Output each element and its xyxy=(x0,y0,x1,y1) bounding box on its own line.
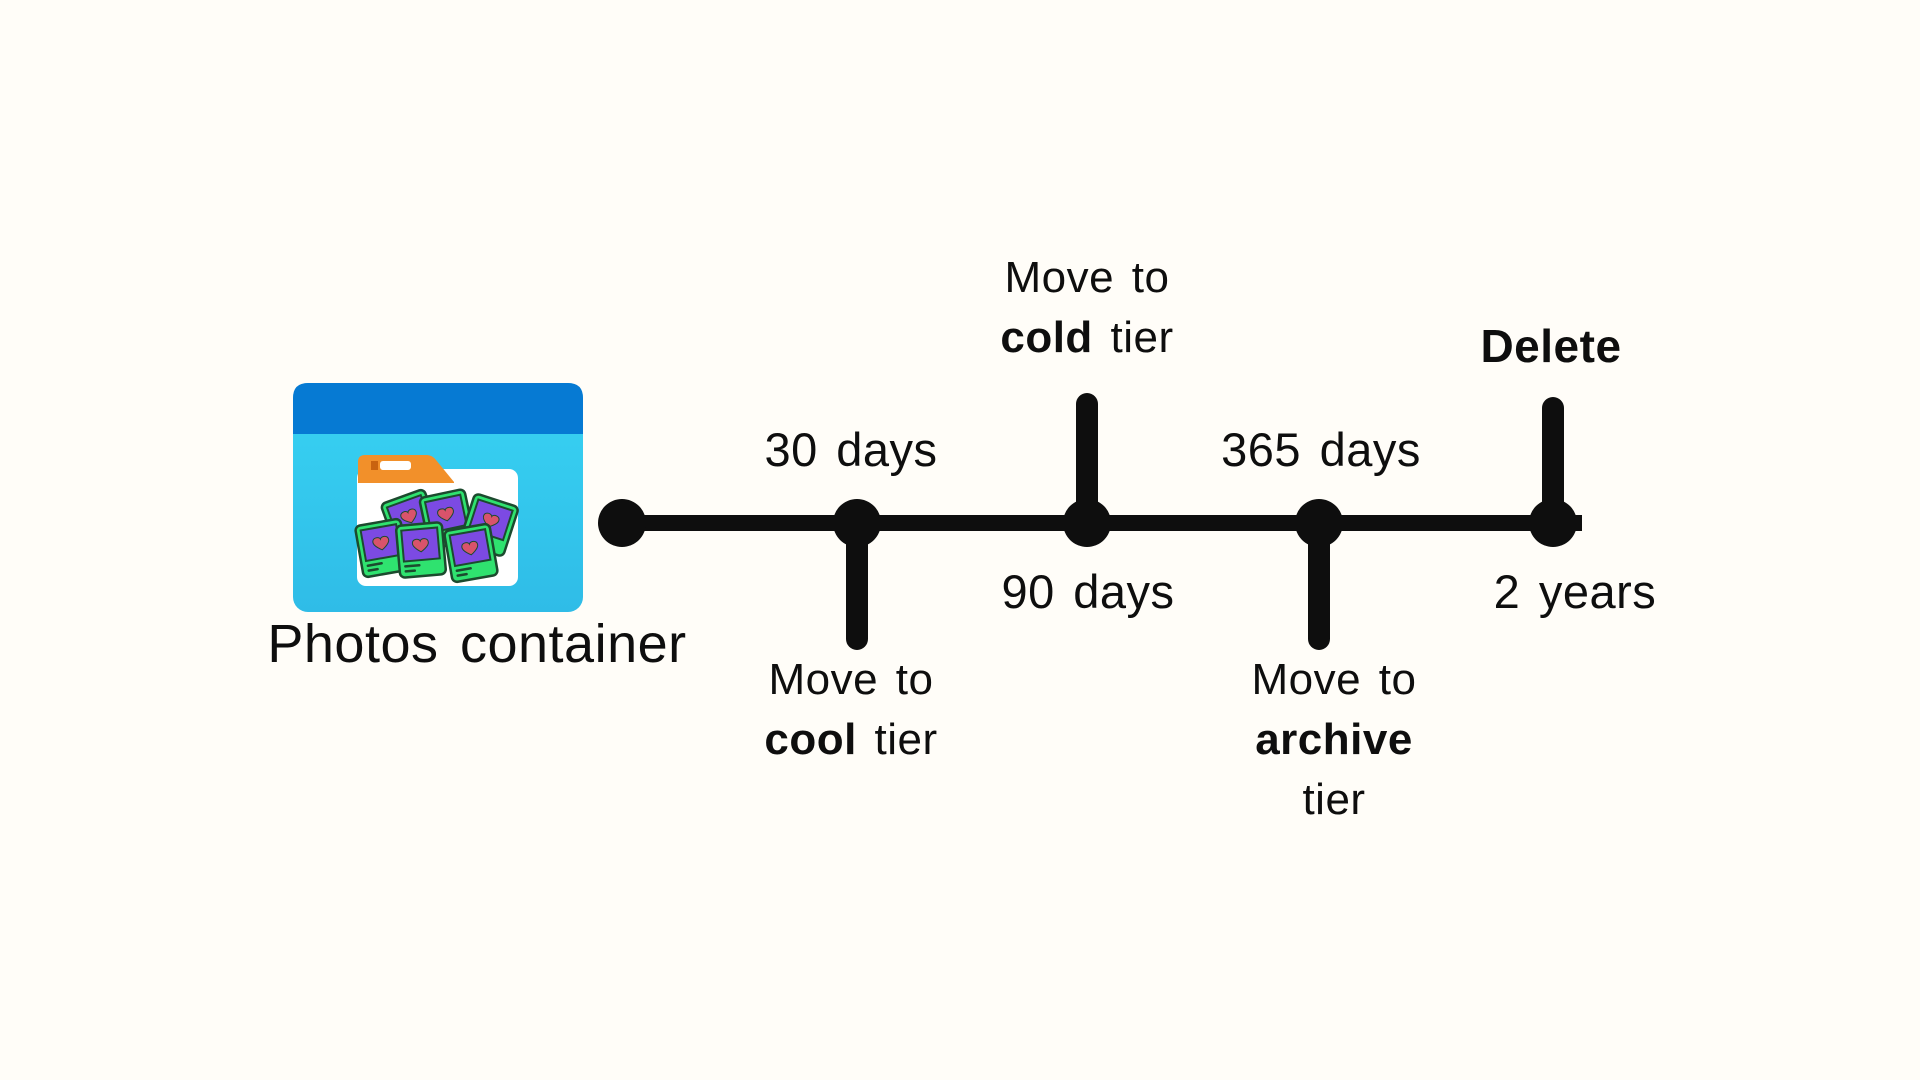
action-label-cool-tier: Move to cool tier xyxy=(701,650,1001,770)
action-line: Move to xyxy=(768,655,934,704)
folder-tab-mark xyxy=(371,461,378,470)
milestone-dot-365-days xyxy=(1295,499,1343,547)
action-line: tier xyxy=(1302,775,1366,824)
window-titlebar xyxy=(293,383,583,434)
photo-polaroid xyxy=(442,522,500,584)
milestone-dot-2-years xyxy=(1529,499,1577,547)
action-line: Move to xyxy=(1251,655,1417,704)
action-label-archive-tier: Move to archive tier xyxy=(1184,650,1484,830)
time-label-90-days: 90 days xyxy=(1001,565,1175,618)
action-line: Move to xyxy=(1004,253,1170,302)
folder-tab-slot xyxy=(380,461,411,470)
action-line: cool tier xyxy=(764,715,938,764)
time-label-2-years: 2 years xyxy=(1493,565,1657,618)
photos-container-icon xyxy=(293,383,583,612)
photo-polaroid xyxy=(394,520,448,580)
container-caption: Photos container xyxy=(267,614,687,674)
time-label-365-days: 365 days xyxy=(1221,423,1421,476)
milestone-dot-90-days xyxy=(1063,499,1111,547)
action-line: archive xyxy=(1255,715,1413,764)
timeline-start-dot xyxy=(598,499,646,547)
action-label-delete: Delete xyxy=(1401,316,1701,378)
milestone-dot-30-days xyxy=(833,499,881,547)
time-label-30-days: 30 days xyxy=(764,423,938,476)
action-line: cold tier xyxy=(1000,313,1174,362)
action-line: Delete xyxy=(1480,320,1622,372)
action-label-cold-tier: Move to cold tier xyxy=(937,248,1237,368)
